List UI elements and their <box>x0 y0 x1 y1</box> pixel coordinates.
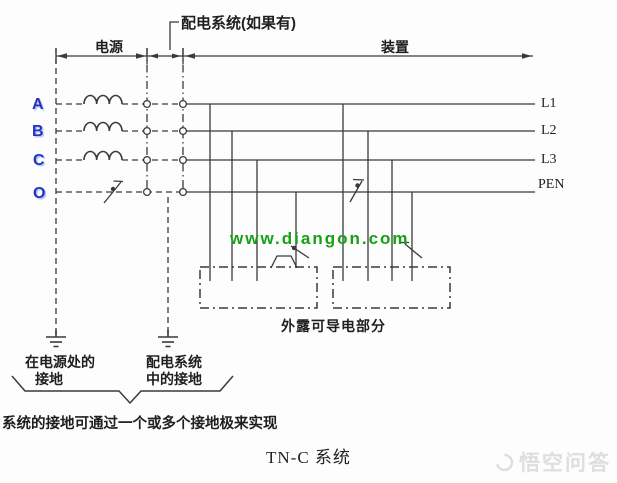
neutral-switch-icon <box>103 180 124 204</box>
grounding-note: 系统的接地可通过一个或多个接地极来实现 <box>2 416 278 432</box>
phase-b-label: B <box>32 123 44 140</box>
winding-coil-icons <box>83 94 123 161</box>
left-bond-link-icon <box>290 245 310 259</box>
line-l1-label: L1 <box>541 96 557 111</box>
source-earth-icon <box>46 330 66 348</box>
exposed-parts-label: 外露可导电部分 <box>281 318 386 334</box>
phase-a-label: A <box>32 96 44 113</box>
distribution-earth-icon <box>158 330 178 348</box>
site-watermark: www.diangon.com <box>230 229 410 248</box>
brace-icon <box>11 375 234 404</box>
source-ground-label: 在电源处的 接地 <box>25 354 95 388</box>
phase-o-label: O <box>33 185 46 202</box>
label-pointer-line <box>169 21 179 50</box>
terminal-icons <box>142 99 188 197</box>
right-enclosure-box <box>332 266 451 309</box>
dimension-line <box>55 48 533 64</box>
line-l2-label: L2 <box>541 123 557 138</box>
source-ground-line2: 接地 <box>35 371 63 387</box>
installation-conductors <box>183 103 535 193</box>
left-equipment-drops <box>209 104 297 281</box>
distribution-system-label: 配电系统(如果有) <box>181 15 296 32</box>
phase-c-label: C <box>33 152 45 169</box>
diagram-title: TN-C 系统 <box>266 448 351 467</box>
distribution-ground-line2: 中的接地 <box>146 371 202 387</box>
distribution-ground-line1: 配电系统 <box>146 354 202 370</box>
installation-span-label: 装置 <box>381 39 409 55</box>
line-pen-label: PEN <box>538 177 565 192</box>
dimension-arrow-icons <box>57 53 532 59</box>
bonding-terminal-icon <box>270 255 298 269</box>
pen-switch-icon <box>349 178 365 203</box>
platform-watermark: 悟空问答 <box>495 447 611 477</box>
right-equipment-drops <box>342 104 413 281</box>
distribution-ground-label: 配电系统 中的接地 <box>146 354 202 388</box>
right-bond-link-icon <box>400 241 423 259</box>
platform-logo-icon <box>496 453 514 471</box>
platform-watermark-text: 悟空问答 <box>519 452 611 475</box>
left-enclosure-box <box>199 266 318 309</box>
power-span-label: 电源 <box>95 39 123 55</box>
source-ground-line1: 在电源处的 <box>25 354 95 370</box>
source-conductors <box>56 103 183 193</box>
line-l3-label: L3 <box>541 152 557 167</box>
